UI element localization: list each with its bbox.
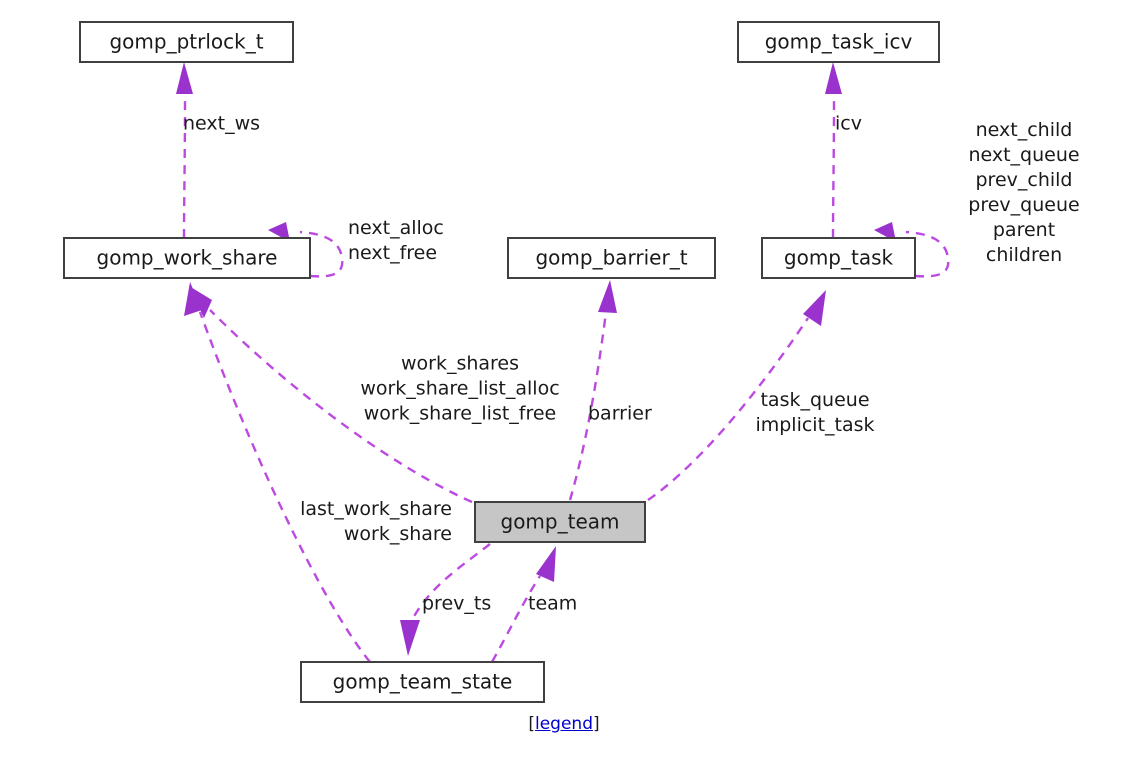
node-label: gomp_task_icv xyxy=(765,30,913,54)
node-box[interactable] xyxy=(507,237,716,279)
arrowhead-icon xyxy=(176,62,193,94)
edge-label: team xyxy=(528,593,577,615)
edge-label: barrier xyxy=(588,403,652,425)
edge-label: next_child xyxy=(976,119,1073,141)
node-label: gomp_team_state xyxy=(333,670,513,694)
edge-tstate-to-team xyxy=(490,546,556,663)
edge-label-group-tstate-to-team: team xyxy=(528,593,577,615)
arrowhead-icon xyxy=(400,620,420,656)
edge-label: next_alloc xyxy=(348,217,444,239)
node-label: gomp_work_share xyxy=(97,246,278,270)
arrowhead-icon xyxy=(184,282,202,316)
edge-line xyxy=(490,575,542,663)
arrowhead-icon xyxy=(536,546,556,582)
edge-label: next_free xyxy=(348,242,437,264)
edge-line xyxy=(647,317,809,501)
node-label: gomp_barrier_t xyxy=(535,246,687,270)
edge-label-group-team-to-tstate: prev_ts xyxy=(422,593,491,615)
node-gomp_task_icv[interactable]: gomp_task_icv xyxy=(737,21,940,63)
node-gomp_barrier_t[interactable]: gomp_barrier_t xyxy=(507,237,716,279)
node-gomp_team_state[interactable]: gomp_team_state xyxy=(300,661,545,703)
node-box[interactable] xyxy=(761,237,916,279)
edge-label-group-task-self-loop: next_child next_queue prev_child prev_queue… xyxy=(968,119,1079,266)
edge-label: next_queue xyxy=(968,144,1079,166)
edge-line xyxy=(299,230,344,278)
edge-line xyxy=(905,230,950,278)
node-label: gomp_task xyxy=(784,246,894,270)
edge-label-group-team-to-ws-a: work_shares work_share_list_alloc work_sha… xyxy=(360,353,559,425)
edge-label: work_share xyxy=(344,523,452,545)
edge-line xyxy=(831,95,836,239)
edge-line xyxy=(568,311,608,501)
edge-label: next_ws xyxy=(183,113,260,135)
node-label: gomp_team xyxy=(501,510,620,534)
edge-label: prev_child xyxy=(976,169,1073,191)
edge-label: work_share_list_alloc xyxy=(360,378,559,400)
node-box[interactable] xyxy=(737,21,940,63)
edge-label: work_share_list_free xyxy=(364,403,557,425)
edge-line xyxy=(410,543,491,621)
edge-team-to-task xyxy=(647,290,826,501)
edge-team-to-tstate xyxy=(400,543,491,656)
edge-label-group-tstate-to-ws: last_work_share work_share xyxy=(300,498,452,545)
edge-tstate-to-ws xyxy=(184,282,371,663)
edge-label: prev_ts xyxy=(422,593,491,615)
node-box[interactable] xyxy=(79,21,294,63)
node-label: gomp_ptrlock_t xyxy=(109,30,263,54)
edge-task-to-icv xyxy=(825,62,842,239)
legend-bracket-close: ] xyxy=(593,714,600,734)
edge-label: children xyxy=(986,244,1062,266)
legend-row: [legend] xyxy=(0,714,1128,734)
edge-label-group-task-to-icv: icv xyxy=(835,113,862,135)
edge-label-group-ws-self-loop: next_alloc next_free xyxy=(348,217,444,264)
edge-label: work_shares xyxy=(401,353,519,375)
edge-line xyxy=(209,309,473,504)
node-box[interactable] xyxy=(474,501,646,543)
node-gomp_work_share[interactable]: gomp_work_share xyxy=(63,237,311,279)
arrowhead-icon xyxy=(825,62,842,94)
node-box[interactable] xyxy=(300,661,545,703)
legend-link[interactable]: legend xyxy=(535,714,593,734)
edge-label: implicit_task xyxy=(755,414,874,436)
edges-layer xyxy=(176,62,950,663)
arrowhead-icon xyxy=(598,280,617,313)
edge-ws-to-ptrlock xyxy=(176,62,193,239)
edge-label-group-team-to-barrier: barrier xyxy=(588,403,652,425)
node-gomp_task[interactable]: gomp_task xyxy=(761,237,916,279)
edge-label: last_work_share xyxy=(300,498,452,520)
node-gomp_ptrlock_t[interactable]: gomp_ptrlock_t xyxy=(79,21,294,63)
edge-label: prev_queue xyxy=(968,194,1079,216)
edge-label: icv xyxy=(835,113,862,135)
node-gomp_team[interactable]: gomp_team xyxy=(474,501,646,543)
node-box[interactable] xyxy=(63,237,311,279)
legend-bracket-open: [ xyxy=(528,714,535,734)
edge-label: task_queue xyxy=(760,389,869,411)
nodes-layer: gomp_ptrlock_t gomp_task_icv gomp_work_sha… xyxy=(63,21,940,703)
edge-team-to-barrier xyxy=(568,280,617,501)
edge-label: parent xyxy=(993,219,1055,241)
edge-line xyxy=(198,311,371,663)
edge-label-group-ws-to-ptrlock: next_ws xyxy=(183,113,260,135)
arrowhead-icon xyxy=(803,290,826,326)
edge-label-group-team-to-task: task_queue implicit_task xyxy=(755,389,874,436)
